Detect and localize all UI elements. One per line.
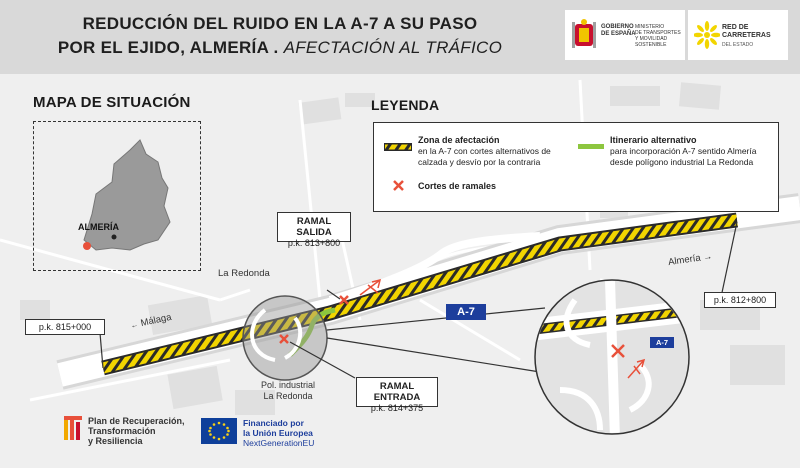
eu-funding-text: Financiado por la Unión Europea NextGene… bbox=[243, 418, 314, 448]
title-subtitle: AFECTACIÓN AL TRÁFICO bbox=[283, 38, 503, 57]
header-bar: REDUCCIÓN DEL RUIDO EN LA A-7 A SU PASO … bbox=[0, 0, 800, 74]
legend-itin-title: Itinerario alternativo bbox=[610, 135, 697, 145]
legend-zona-desc1: en la A-7 con cortes alternativos de bbox=[418, 146, 551, 156]
prtr-line2: Transformación bbox=[88, 426, 156, 436]
eu-line2: la Unión Europea bbox=[243, 428, 313, 438]
rce-line1: RED DE bbox=[722, 24, 749, 31]
almeria-label: ALMERÍA bbox=[78, 222, 119, 232]
almeria-city-dot bbox=[111, 234, 117, 240]
almeria-province-shape bbox=[83, 139, 171, 251]
title-line-2-main: POR EL EJIDO, ALMERÍA . bbox=[57, 38, 279, 57]
a7-road-badge: A-7 bbox=[446, 304, 486, 320]
ramal-entrada-pk: p.k. 814+375 bbox=[370, 403, 424, 413]
affected-zone bbox=[101, 214, 738, 374]
legend-symbols bbox=[384, 143, 604, 191]
location-marker bbox=[83, 242, 91, 250]
title-line-2: POR EL EJIDO, ALMERÍA . AFECTACIÓN AL TR… bbox=[20, 36, 540, 60]
ramal-entrada-tag: RAMAL ENTRADA p.k. 814+375 bbox=[356, 377, 438, 413]
ramal-salida-tag: RAMAL SALIDA p.k. 813+800 bbox=[277, 212, 351, 248]
situation-map-title: MAPA DE SITUACIÓN bbox=[33, 94, 191, 111]
rce-line3: DEL ESTADO bbox=[722, 42, 754, 48]
ministry-line1: MINISTERIO bbox=[635, 24, 665, 30]
prtr-icon bbox=[64, 416, 82, 440]
ministry-line2: DE TRANSPORTES bbox=[635, 30, 681, 36]
legend-title: LEYENDA bbox=[371, 97, 440, 113]
rce-name: RED DE CARRETERAS bbox=[722, 24, 771, 40]
eu-line1: Financiado por bbox=[243, 418, 304, 428]
legend-zona-title: Zona de afectación bbox=[418, 135, 500, 145]
legend-cut-icon bbox=[393, 180, 404, 191]
gobierno-line2: DE ESPAÑA bbox=[601, 31, 636, 37]
legend-itin-desc1: para incorporación A-7 sentido Almería bbox=[610, 146, 757, 156]
buildings bbox=[20, 82, 785, 415]
legend-box: Zona de afectación en la A-7 con cortes … bbox=[373, 122, 779, 212]
eu-line3: NextGenerationEU bbox=[243, 438, 315, 448]
prtr-line1: Plan de Recuperación, bbox=[88, 416, 185, 426]
title-line-1: REDUCCIÓN DEL RUIDO EN LA A-7 A SU PASO bbox=[82, 14, 478, 33]
zoom-detail bbox=[534, 279, 690, 435]
cut-salida-detour-arrow bbox=[359, 278, 382, 296]
pk-812-tag: p.k. 812+800 bbox=[704, 292, 776, 308]
legend-itin-desc2: desde polígono industrial La Redonda bbox=[610, 157, 754, 167]
prtr-logo: Plan de Recuperación, Transformación y R… bbox=[64, 414, 185, 449]
coat-of-arms-icon bbox=[572, 19, 596, 48]
red-carreteras-logo: RED DE CARRETERAS DEL ESTADO bbox=[688, 10, 788, 60]
gobierno-line1: GOBIERNO bbox=[601, 24, 634, 30]
situation-map-box: ALMERÍA bbox=[33, 121, 201, 271]
pol-industrial-line1: Pol. industrial bbox=[261, 380, 316, 390]
ramal-salida-title: RAMAL SALIDA bbox=[296, 216, 332, 238]
legend-green-icon bbox=[578, 144, 604, 149]
a7-road-badge-zoom: A-7 bbox=[650, 337, 674, 348]
prtr-line3: y Resiliencia bbox=[88, 436, 143, 446]
cut-entrada bbox=[279, 334, 289, 344]
ramal-entrada-title: RAMAL ENTRADA bbox=[373, 381, 421, 403]
eu-flag-icon bbox=[201, 418, 237, 444]
prtr-text: Plan de Recuperación, Transformación y R… bbox=[88, 416, 185, 446]
legend-cortes: Cortes de ramales bbox=[418, 181, 497, 191]
ramal-salida-pk: p.k. 813+800 bbox=[287, 238, 341, 248]
leader-lines bbox=[99, 221, 738, 379]
ministry-line3: Y MOVILIDAD SOSTENIBLE bbox=[635, 36, 668, 48]
legend-hatch-icon bbox=[385, 144, 411, 150]
page-title: REDUCCIÓN DEL RUIDO EN LA A-7 A SU PASO … bbox=[20, 12, 540, 60]
pol-industrial-line2: La Redonda bbox=[263, 391, 313, 401]
pk-815-tag: p.k. 815+000 bbox=[25, 319, 105, 335]
rce-line2: CARRETERAS bbox=[722, 32, 771, 39]
cut-salida bbox=[339, 295, 349, 305]
gobierno-espana-logo: GOBIERNO DE ESPAÑA MINISTERIO DE TRANSPO… bbox=[565, 10, 685, 60]
pol-industrial-label: Pol. industrial La Redonda bbox=[261, 380, 315, 402]
la-redonda-label: La Redonda bbox=[218, 268, 270, 279]
rce-star-icon bbox=[694, 21, 720, 49]
legend-zona-desc2: calzada y desvío por la contraria bbox=[418, 157, 541, 167]
